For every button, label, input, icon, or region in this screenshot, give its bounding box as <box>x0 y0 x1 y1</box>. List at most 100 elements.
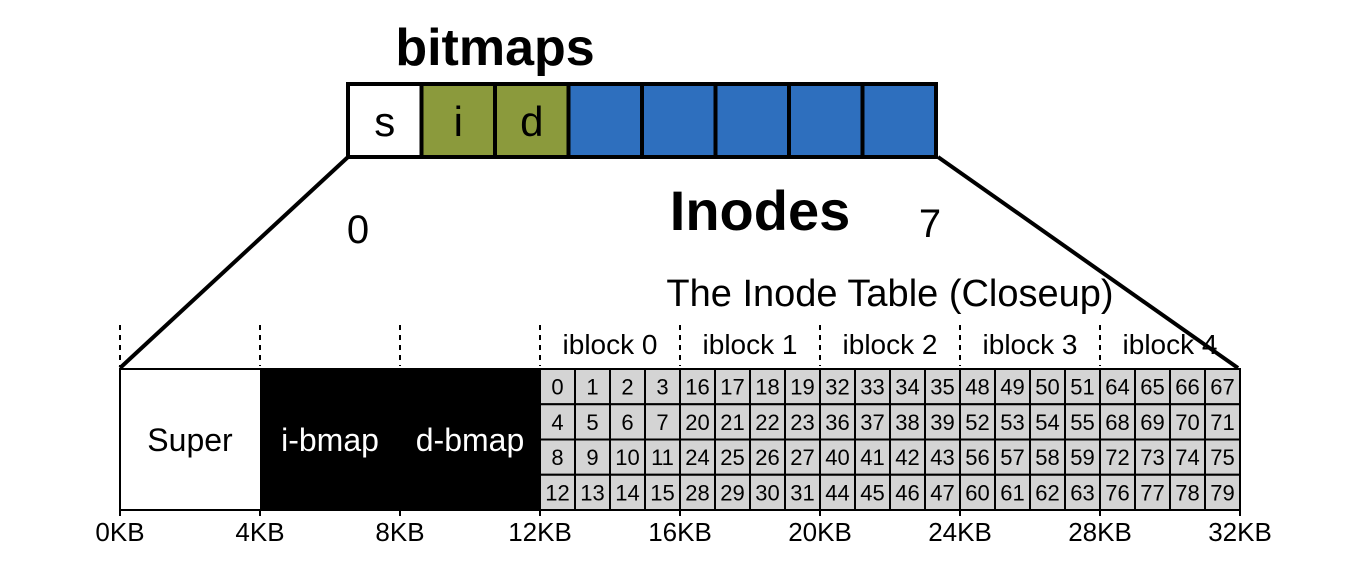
inode-number: 75 <box>1210 445 1234 470</box>
iblock-label: iblock 3 <box>983 329 1078 360</box>
inode-number: 65 <box>1140 375 1164 400</box>
region-label: i-bmap <box>281 422 379 458</box>
zoom-line-right <box>936 155 1240 370</box>
offset-label: 0KB <box>95 517 144 547</box>
offset-label: 28KB <box>1068 517 1132 547</box>
region-label: Super <box>147 422 233 458</box>
inode-number: 57 <box>1000 445 1024 470</box>
inode-number: 69 <box>1140 410 1164 435</box>
inode-number: 43 <box>930 445 954 470</box>
bitmaps-heading: bitmaps <box>395 19 594 77</box>
inode-number: 12 <box>545 480 569 505</box>
inode-cell <box>1169 368 1206 406</box>
inode-cell <box>749 473 786 511</box>
inode-number: 11 <box>651 445 674 470</box>
iblock-label: iblock 1 <box>703 329 798 360</box>
region-label: d-bmap <box>416 422 525 458</box>
inode-number: 5 <box>586 410 598 435</box>
inode-cell <box>574 368 611 406</box>
inode-cell <box>1064 403 1101 441</box>
disk-block-inode <box>713 82 791 159</box>
region-i-bmap <box>260 369 400 510</box>
inode-cell <box>889 438 926 476</box>
inode-number: 61 <box>1000 480 1024 505</box>
inodes-heading: Inodes <box>670 179 850 242</box>
inode-number: 22 <box>755 410 779 435</box>
zoom-line-left <box>118 155 350 370</box>
inode-number: 68 <box>1105 410 1129 435</box>
inode-number: 56 <box>965 445 989 470</box>
inode-cell <box>1204 403 1241 441</box>
inode-cell <box>924 438 961 476</box>
inode-number: 10 <box>615 445 639 470</box>
offset-label: 20KB <box>788 517 852 547</box>
inode-number: 39 <box>930 410 954 435</box>
inode-cell <box>854 473 891 511</box>
inode-number: 15 <box>650 480 674 505</box>
inode-number: 26 <box>755 445 779 470</box>
region-d-bmap <box>400 369 540 510</box>
inode-number: 16 <box>685 375 709 400</box>
inode-number: 62 <box>1035 480 1059 505</box>
inode-cell <box>609 438 646 476</box>
inode-cell <box>714 473 751 511</box>
inode-cell <box>819 473 856 511</box>
disk-block-inode <box>640 82 718 159</box>
inode-number: 36 <box>825 410 849 435</box>
inode-cell <box>644 368 681 406</box>
inode-number: 52 <box>965 410 989 435</box>
inode-number: 25 <box>720 445 744 470</box>
inode-number: 28 <box>685 480 709 505</box>
inode-number: 3 <box>656 375 668 400</box>
inode-number: 24 <box>685 445 709 470</box>
inode-cell <box>714 438 751 476</box>
inode-number: 55 <box>1070 410 1094 435</box>
iblock-label: iblock 4 <box>1123 329 1218 360</box>
disk-block-label: i <box>454 98 463 145</box>
inode-number: 76 <box>1105 480 1129 505</box>
inode-number: 46 <box>895 480 919 505</box>
inode-number: 45 <box>860 480 884 505</box>
inode-cell <box>679 438 716 476</box>
inode-number: 58 <box>1035 445 1059 470</box>
inode-number: 60 <box>965 480 989 505</box>
inode-number: 67 <box>1210 375 1234 400</box>
inode-cell <box>889 368 926 406</box>
inode-cell <box>819 403 856 441</box>
inode-cell <box>1204 473 1241 511</box>
inode-number: 40 <box>825 445 849 470</box>
inode-number: 30 <box>755 480 779 505</box>
inode-number: 71 <box>1210 410 1234 435</box>
offset-label: 4KB <box>235 517 284 547</box>
inode-number: 20 <box>685 410 709 435</box>
offset-label: 16KB <box>648 517 712 547</box>
inode-number: 6 <box>621 410 633 435</box>
inode-number: 72 <box>1105 445 1129 470</box>
inode-number: 49 <box>1000 375 1024 400</box>
inode-cell <box>644 473 681 511</box>
inode-number: 34 <box>895 375 919 400</box>
inode-number: 14 <box>615 480 639 505</box>
inode-number: 27 <box>790 445 814 470</box>
inode-cell <box>1169 438 1206 476</box>
inode-number: 47 <box>930 480 954 505</box>
inode-cell <box>889 473 926 511</box>
inode-number: 23 <box>790 410 814 435</box>
inode-number: 31 <box>790 480 814 505</box>
inode-cell <box>1204 368 1241 406</box>
inode-number: 53 <box>1000 410 1024 435</box>
inode-number: 50 <box>1035 375 1059 400</box>
region-Super <box>120 369 260 510</box>
inode-number: 78 <box>1175 480 1199 505</box>
block-dividers <box>119 325 1101 366</box>
inode-cell <box>1099 473 1136 511</box>
inode-number: 70 <box>1175 410 1199 435</box>
inode-number: 21 <box>720 410 744 435</box>
inode-cell <box>1064 473 1101 511</box>
inode-cell <box>1099 438 1136 476</box>
inode-number: 73 <box>1140 445 1164 470</box>
disk-block-bitmap <box>419 82 497 159</box>
closeup-title: The Inode Table (Closeup) <box>666 273 1113 315</box>
inode-number: 8 <box>551 445 563 470</box>
